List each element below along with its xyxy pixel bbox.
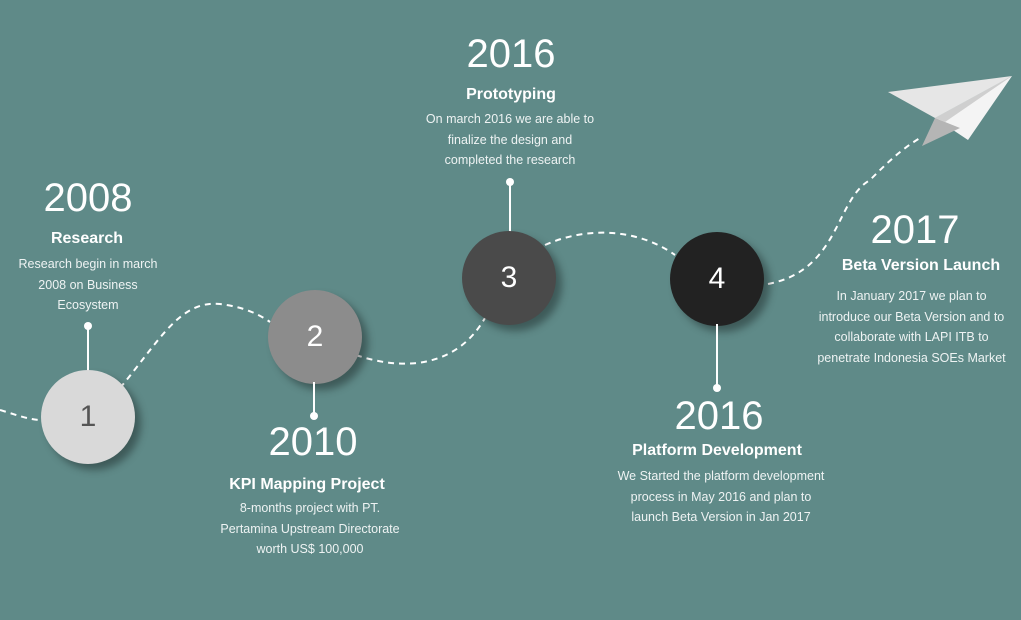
milestone-5-desc-line: penetrate Indonesia SOEs Market xyxy=(817,350,1006,365)
milestone-1-description: Research begin in march 2008 on Business… xyxy=(0,254,188,316)
milestone-3-desc-line: completed the research xyxy=(444,153,576,167)
milestone-1-desc-line: 2008 on Business xyxy=(38,277,138,292)
milestone-2-desc-line: worth US$ 100,000 xyxy=(256,542,364,556)
milestone-3-year: 2016 xyxy=(466,32,556,76)
milestone-4-desc-line: We Started the platform development xyxy=(617,469,825,483)
milestone-5-title: Beta Version Launch xyxy=(841,257,1001,274)
milestone-3-title: Prototyping xyxy=(466,86,556,103)
milestone-3-circle: 3 xyxy=(462,231,556,325)
milestone-4-dot xyxy=(713,384,721,392)
dashed-route xyxy=(0,137,921,421)
milestone-2-connector xyxy=(313,382,315,416)
milestone-5-desc-line: In January 2017 we plan to xyxy=(836,289,987,303)
milestone-3-connector xyxy=(509,182,511,232)
milestone-2-circle: 2 xyxy=(268,290,362,384)
milestone-1-desc-line: Ecosystem xyxy=(57,298,119,312)
milestone-3-desc-line: On march 2016 we are able to xyxy=(425,112,595,126)
milestone-4-year: 2016 xyxy=(674,394,764,438)
milestone-1-connector xyxy=(87,326,89,372)
milestone-4-desc-line: process in May 2016 and plan to xyxy=(630,489,812,504)
milestone-4-circle: 4 xyxy=(670,232,764,326)
milestone-1-desc-line: Research begin in march xyxy=(18,257,158,271)
milestone-4-description: We Started the platform development proc… xyxy=(596,466,846,528)
milestone-1-circle: 1 xyxy=(41,370,135,464)
milestone-4-connector xyxy=(716,324,718,386)
milestone-2-description: 8-months project with PT. Pertamina Upst… xyxy=(195,498,425,560)
milestone-2-year: 2010 xyxy=(268,420,358,464)
milestone-5-desc-line: introduce our Beta Version and to xyxy=(818,309,1005,324)
milestone-3-desc-line: finalize the design and xyxy=(447,132,573,147)
milestone-5-description: In January 2017 we plan to introduce our… xyxy=(804,286,1019,368)
milestone-2-desc-line: 8-months project with PT. xyxy=(239,501,381,515)
milestone-3-description: On march 2016 we are able to finalize th… xyxy=(395,109,625,171)
milestone-1-title: Research xyxy=(50,230,124,247)
milestone-4-title: Platform Development xyxy=(632,442,802,459)
milestone-5-year: 2017 xyxy=(870,208,960,252)
milestone-2-dot xyxy=(310,412,318,420)
milestone-4-desc-line: launch Beta Version in Jan 2017 xyxy=(631,510,811,524)
milestone-5-desc-line: collaborate with LAPI ITB to xyxy=(834,330,989,344)
milestone-1-year: 2008 xyxy=(43,176,133,220)
milestone-2-desc-line: Pertamina Upstream Directorate xyxy=(220,521,400,536)
milestone-2-title: KPI Mapping Project xyxy=(229,476,385,493)
paper-plane-icon xyxy=(888,76,1012,146)
